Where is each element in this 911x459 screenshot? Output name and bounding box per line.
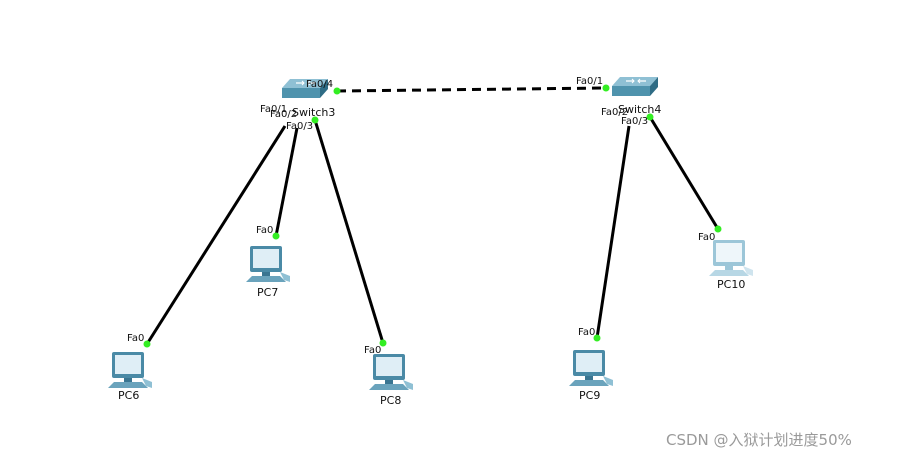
link-switch4-pc9[interactable] [595,125,631,339]
port-label: Fa0/1 [260,104,287,115]
pc10[interactable] [709,240,753,276]
pc6-label: PC6 [118,389,139,402]
port-label: Fa0 [364,345,381,356]
pc8-label: PC8 [380,394,401,407]
pc8[interactable] [369,354,413,390]
link-status-dot [379,339,387,347]
switch4-label: Switch4 [618,103,661,116]
link-switch3-pc8[interactable] [313,119,385,344]
port-label: Fa0/2 [601,107,628,118]
link-status-dot [272,232,280,240]
pc7-label: PC7 [257,286,278,299]
pc10-label: PC10 [717,278,745,291]
port-label: Fa0/3 [286,121,313,132]
port-label: Fa0 [698,232,715,243]
link-status-dot [602,84,610,92]
link-switch3-switch4[interactable] [336,86,607,93]
link-status-dot [143,340,151,348]
port-label: Fa0 [127,333,144,344]
link-status-dot [311,116,319,124]
port-label: Fa0/3 [621,116,648,127]
pc9-label: PC9 [579,389,600,402]
port-label: Fa0 [256,225,273,236]
switch3-label: Switch3 [292,106,335,119]
link-status-dot [333,87,341,95]
pc6[interactable] [108,352,152,388]
link-status-dot [646,113,654,121]
watermark: CSDN @入狱计划进度50% [666,431,852,449]
link-status-dot [593,334,601,342]
link-switch3-pc6[interactable] [145,125,287,345]
port-label: Fa0 [578,327,595,338]
link-status-dot [714,225,722,233]
port-label: Fa0/1 [576,76,603,87]
link-switch3-pc7[interactable] [274,127,299,237]
pc7[interactable] [246,246,290,282]
switch4[interactable] [611,76,659,97]
port-label: Fa0/2 [270,109,297,120]
pc9[interactable] [569,350,613,386]
link-switch4-pc10[interactable] [648,116,720,230]
port-label: Fa0/4 [306,79,333,90]
